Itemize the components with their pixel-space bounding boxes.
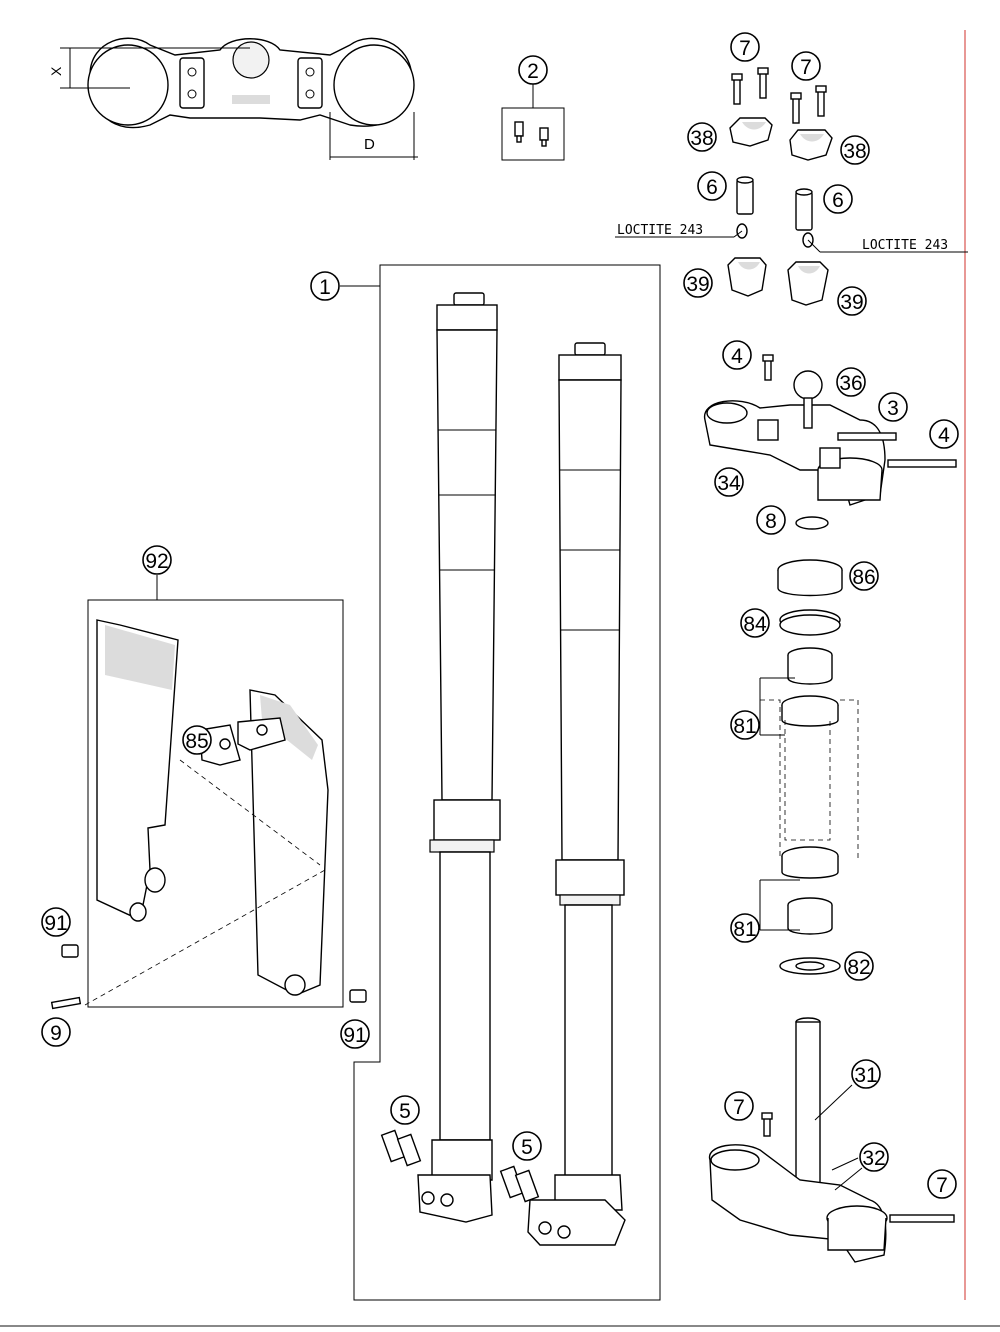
callout-32: 32 — [859, 1142, 889, 1172]
callout-39a: 39 — [683, 268, 713, 298]
callout-5b: 5 — [512, 1131, 542, 1161]
right-fork-leg — [527, 342, 626, 1246]
svg-text:8: 8 — [765, 510, 777, 533]
fork-group-bracket — [353, 264, 661, 1301]
svg-text:38: 38 — [843, 140, 866, 163]
callout-4a: 4 — [722, 340, 752, 370]
callout-38a: 38 — [687, 122, 717, 152]
svg-text:32: 32 — [862, 1147, 885, 1170]
svg-text:39: 39 — [840, 291, 863, 314]
svg-text:9: 9 — [50, 1022, 62, 1045]
callout-1: 1 — [310, 271, 340, 301]
svg-text:31: 31 — [854, 1064, 877, 1087]
callout-8: 8 — [756, 505, 786, 535]
svg-text:7: 7 — [739, 37, 751, 60]
callout-7c: 7 — [724, 1091, 754, 1121]
svg-text:82: 82 — [847, 956, 870, 979]
svg-text:7: 7 — [733, 1096, 745, 1119]
dimension-d-label: D — [364, 136, 375, 153]
callout-91b: 91 — [340, 1019, 370, 1049]
loctite-label-left: LOCTITE 243 — [617, 223, 703, 238]
callout-3: 3 — [878, 392, 908, 422]
callout-38b: 38 — [840, 135, 870, 165]
svg-text:36: 36 — [839, 372, 862, 395]
pinch-bolts-5 — [380, 1129, 540, 1203]
svg-text:1: 1 — [319, 276, 331, 299]
dimension-x-label: X — [48, 66, 64, 76]
svg-text:92: 92 — [145, 550, 168, 573]
callout-34: 34 — [714, 467, 744, 497]
svg-text:91: 91 — [343, 1024, 366, 1047]
triple-clamp-dimension-view — [60, 37, 418, 160]
callout-9: 9 — [41, 1017, 71, 1047]
part-2-box — [501, 107, 565, 161]
callout-7d: 7 — [927, 1169, 957, 1199]
svg-text:86: 86 — [852, 566, 875, 589]
svg-text:5: 5 — [399, 1100, 411, 1123]
callout-36: 36 — [836, 367, 866, 397]
svg-text:81: 81 — [733, 918, 756, 941]
callout-6b: 6 — [823, 184, 853, 214]
callout-5a: 5 — [390, 1095, 420, 1125]
callout-91a: 91 — [41, 907, 71, 937]
left-fork-leg — [417, 292, 501, 1223]
svg-text:7: 7 — [936, 1174, 948, 1197]
callout-2: 2 — [518, 55, 548, 85]
callout-6a: 6 — [697, 171, 727, 201]
svg-text:4: 4 — [731, 345, 743, 368]
fork-guards-box — [87, 599, 344, 1008]
svg-text:81: 81 — [733, 715, 756, 738]
callout-84: 84 — [740, 608, 770, 638]
callout-82: 82 — [844, 951, 874, 981]
svg-text:2: 2 — [527, 60, 539, 83]
svg-text:34: 34 — [717, 472, 741, 495]
svg-text:38: 38 — [690, 127, 713, 150]
svg-text:6: 6 — [706, 176, 718, 199]
loctite-label-right: LOCTITE 243 — [862, 238, 948, 253]
callout-39b: 39 — [837, 286, 867, 316]
svg-text:39: 39 — [686, 273, 709, 296]
svg-text:5: 5 — [521, 1136, 533, 1159]
upper-triple-clamp — [704, 354, 957, 530]
svg-text:3: 3 — [887, 397, 899, 420]
svg-text:85: 85 — [185, 730, 208, 753]
callout-7a: 7 — [730, 32, 760, 62]
svg-text:84: 84 — [743, 613, 767, 636]
callout-7b: 7 — [791, 51, 821, 81]
fork-guards — [50, 619, 367, 1010]
callout-86: 86 — [849, 561, 879, 591]
part-2-screws — [514, 121, 549, 147]
lower-triple-clamp — [709, 1017, 955, 1263]
svg-text:4: 4 — [938, 424, 950, 447]
callout-92: 92 — [142, 545, 172, 575]
callout-81b: 81 — [730, 913, 760, 943]
svg-text:7: 7 — [800, 56, 812, 79]
svg-text:91: 91 — [44, 912, 67, 935]
handlebar-clamp-parts — [727, 67, 833, 306]
callout-31: 31 — [851, 1059, 881, 1089]
callout-4b: 4 — [929, 419, 959, 449]
steering-bearing-parts — [760, 559, 859, 975]
callout-81a: 81 — [730, 710, 760, 740]
svg-text:6: 6 — [832, 189, 844, 212]
callout-85: 85 — [182, 725, 212, 755]
